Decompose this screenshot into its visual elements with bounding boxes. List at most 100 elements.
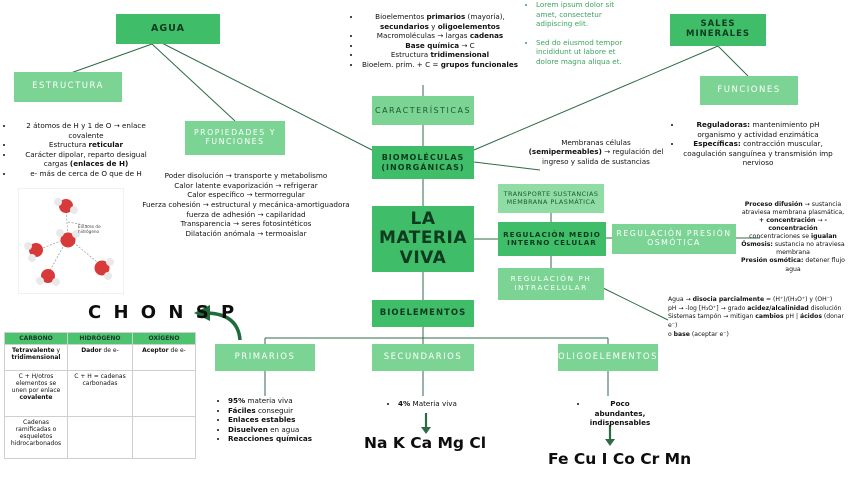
table-cell: Dador de e- (67, 344, 133, 371)
estructura-list: 2 átomos de H y 1 de O → enlace covalent… (4, 121, 158, 178)
list-item: Bioelem. prim. + C = grupos funcionales (361, 60, 519, 70)
table-cell (67, 416, 133, 459)
lorem-list: Lorem ipsum dolor sit amet, consectetur … (526, 0, 634, 66)
connector (717, 45, 749, 77)
table-header: OXÍGENO (131, 332, 197, 345)
list-item: Carácter dipolar, reparto desigual carga… (14, 150, 158, 169)
regulacion-medio-title: REGULACIÓN MEDIO INTERNO CELULAR (503, 229, 601, 247)
water-molecule-icon (54, 198, 78, 214)
table-row: Tetravalente y tridimensional Dador de e… (3, 344, 197, 371)
funciones-title: FUNCIONES (717, 84, 781, 95)
list-item: Macromoléculas → largas cadenas (361, 31, 519, 41)
primarios-title: PRIMARIOS (234, 351, 296, 362)
list-item: Fuerza cohesión → estructural y mecánica… (142, 199, 350, 209)
table-header: HIDRÓGENO (67, 332, 133, 345)
table-cell (131, 416, 197, 459)
list-item: fuerza de adhesión → capilaridad (186, 209, 306, 219)
water-molecule-icon (94, 258, 114, 280)
secundarios-list: 4% Materia viva (388, 399, 478, 409)
osmotica-text: Proceso difusión → sustancia atraviesa m… (741, 201, 845, 273)
list-item: Reacciones químicas (228, 434, 338, 444)
list-item: Poco abundantes, indispensables (588, 399, 652, 428)
main-title-line: MATERIA (378, 228, 468, 249)
list-item: Disuelven en agua (228, 425, 338, 435)
estructura-title: ESTRUCTURA (32, 81, 104, 92)
caracteristicas-title: CARACTERÍSTICAS (374, 105, 472, 115)
main-title-box[interactable]: LA MATERIA VIVA (372, 206, 474, 272)
table-cell: C + H = cadenas carbonadas (67, 370, 133, 417)
table-header-row: CARBONO HIDRÓGENO OXÍGENO (3, 332, 197, 345)
estructura-box[interactable]: ESTRUCTURA (14, 72, 122, 102)
bioelementos-box[interactable]: BIOELEMENTOS (372, 300, 474, 327)
chonsp-text: C H O N S P (88, 302, 238, 323)
regulacion-ph-box[interactable]: REGULACIÓN PH INTRACELULAR (498, 268, 604, 300)
list-item: Lorem ipsum dolor sit amet, consectetur … (536, 0, 634, 29)
table-cell: Tetravalente y tridimensional (3, 344, 69, 371)
caracteristicas-box[interactable]: CARACTERÍSTICAS (372, 96, 474, 125)
table-row: C + H/otros elementos se unen por enlace… (3, 370, 197, 417)
sales-box[interactable]: SALES MINERALES (670, 14, 766, 46)
water-molecule-icon (56, 229, 80, 248)
transporte-box[interactable]: TRANSPORTE SUSTANCIAS MEMBRANA PLASMÁTIC… (498, 184, 604, 213)
connector (67, 43, 153, 75)
connector (473, 161, 541, 171)
funciones-list: Reguladoras: mantenimiento pH organismo … (672, 120, 834, 168)
agua-title: AGUA (151, 22, 185, 34)
regulacion-osmotica-title: REGULACIÓN PRESIÓN OSMÓTICA (616, 229, 732, 247)
connector (473, 45, 719, 151)
table-cell: Cadenas ramificadas o esqueletos hidroca… (3, 416, 69, 459)
curved-arrow-icon (206, 311, 242, 341)
table-cell: C + H/otros elementos se unen por enlace… (3, 370, 69, 417)
oligoelementos-list: Poco abundantes, indispensables (578, 399, 652, 428)
water-molecules-image (18, 188, 124, 294)
connector (602, 287, 669, 321)
biomoleculas-title: BIOMOLÉCULAS (INORGÁNICAS) (381, 153, 465, 172)
ph-line: pH → -log [H₃O⁺] → grado acidez/alcalini… (668, 304, 842, 312)
arrow-head-icon (194, 305, 210, 321)
oligoelementos-title: OLIGOELEMENTOS (557, 351, 659, 362)
list-item: Estructura tridimensional (361, 50, 519, 60)
regulacion-ph-title: REGULACIÓN PH INTRACELULAR (510, 274, 592, 292)
list-item: Estructura reticular (14, 140, 158, 150)
transporte-title: TRANSPORTE SUSTANCIAS MEMBRANA PLASMÁTIC… (503, 190, 599, 206)
ph-line: Sistemas tampón → mitigan cambios pH | á… (668, 313, 844, 329)
list-item: Reguladoras: mantenimiento pH organismo … (682, 120, 834, 139)
funciones-box[interactable]: FUNCIONES (700, 76, 798, 105)
secundarios-elements: Na K Ca Mg Cl (364, 434, 487, 452)
membranas-text: Membranas células (semipermeables) → reg… (528, 138, 664, 166)
primarios-box[interactable]: PRIMARIOS (215, 344, 315, 371)
list-item: Bioelementos primarios (mayoría), secund… (361, 12, 519, 31)
table-header: CARBONO (3, 332, 69, 345)
list-item: Dilatación anómala → termoaislar (185, 228, 307, 238)
regulacion-medio-box[interactable]: REGULACIÓN MEDIO INTERNO CELULAR (498, 222, 606, 256)
elements-table: CARBONO HIDRÓGENO OXÍGENO Tetravalente y… (3, 332, 197, 459)
propiedades-title: PROPIEDADES Y FUNCIONES (193, 128, 276, 146)
list-item: 4% Materia viva (398, 399, 478, 409)
arrow-head-icon (605, 439, 615, 446)
secundarios-title: SECUNDARIOS (383, 351, 463, 362)
sales-title: SALES MINERALES (685, 19, 750, 39)
list-item: 2 átomos de H y 1 de O → enlace covalent… (14, 121, 158, 140)
table-row: Cadenas ramificadas o esqueletos hidroca… (3, 416, 197, 459)
connector (151, 43, 236, 122)
list-item: Base química → C (361, 41, 519, 51)
propiedades-box[interactable]: PROPIEDADES Y FUNCIONES (185, 121, 285, 155)
main-title-line: LA (410, 208, 436, 229)
regulacion-osmotica-box[interactable]: REGULACIÓN PRESIÓN OSMÓTICA (612, 224, 736, 254)
ph-text: Agua → disocia parcialmente = (H⁺)/(H₃O⁺… (668, 296, 848, 339)
arrow-head-icon (421, 427, 431, 434)
list-item: Transparencia → seres fotosintéticos (180, 219, 312, 229)
primarios-list: 95% materia viva Fáciles conseguir Enlac… (218, 396, 338, 444)
list-item: 95% materia viva (228, 396, 338, 406)
agua-box[interactable]: AGUA (116, 14, 220, 44)
propiedades-list: Poder disolución → transporte y metaboli… (140, 171, 352, 238)
biomoleculas-box[interactable]: BIOMOLÉCULAS (INORGÁNICAS) (372, 146, 474, 179)
secundarios-box[interactable]: SECUNDARIOS (372, 344, 474, 371)
list-item: Poder disolución → transporte y metaboli… (164, 171, 328, 180)
caracteristicas-list: Bioelementos primarios (mayoría), secund… (351, 12, 519, 69)
list-item: Calor específico → termorregular (187, 190, 305, 200)
oligoelementos-elements: Fe Cu I Co Cr Mn (548, 450, 692, 468)
oligoelementos-box[interactable]: OLIGOELEMENTOS (558, 344, 658, 371)
table-cell (131, 370, 197, 417)
